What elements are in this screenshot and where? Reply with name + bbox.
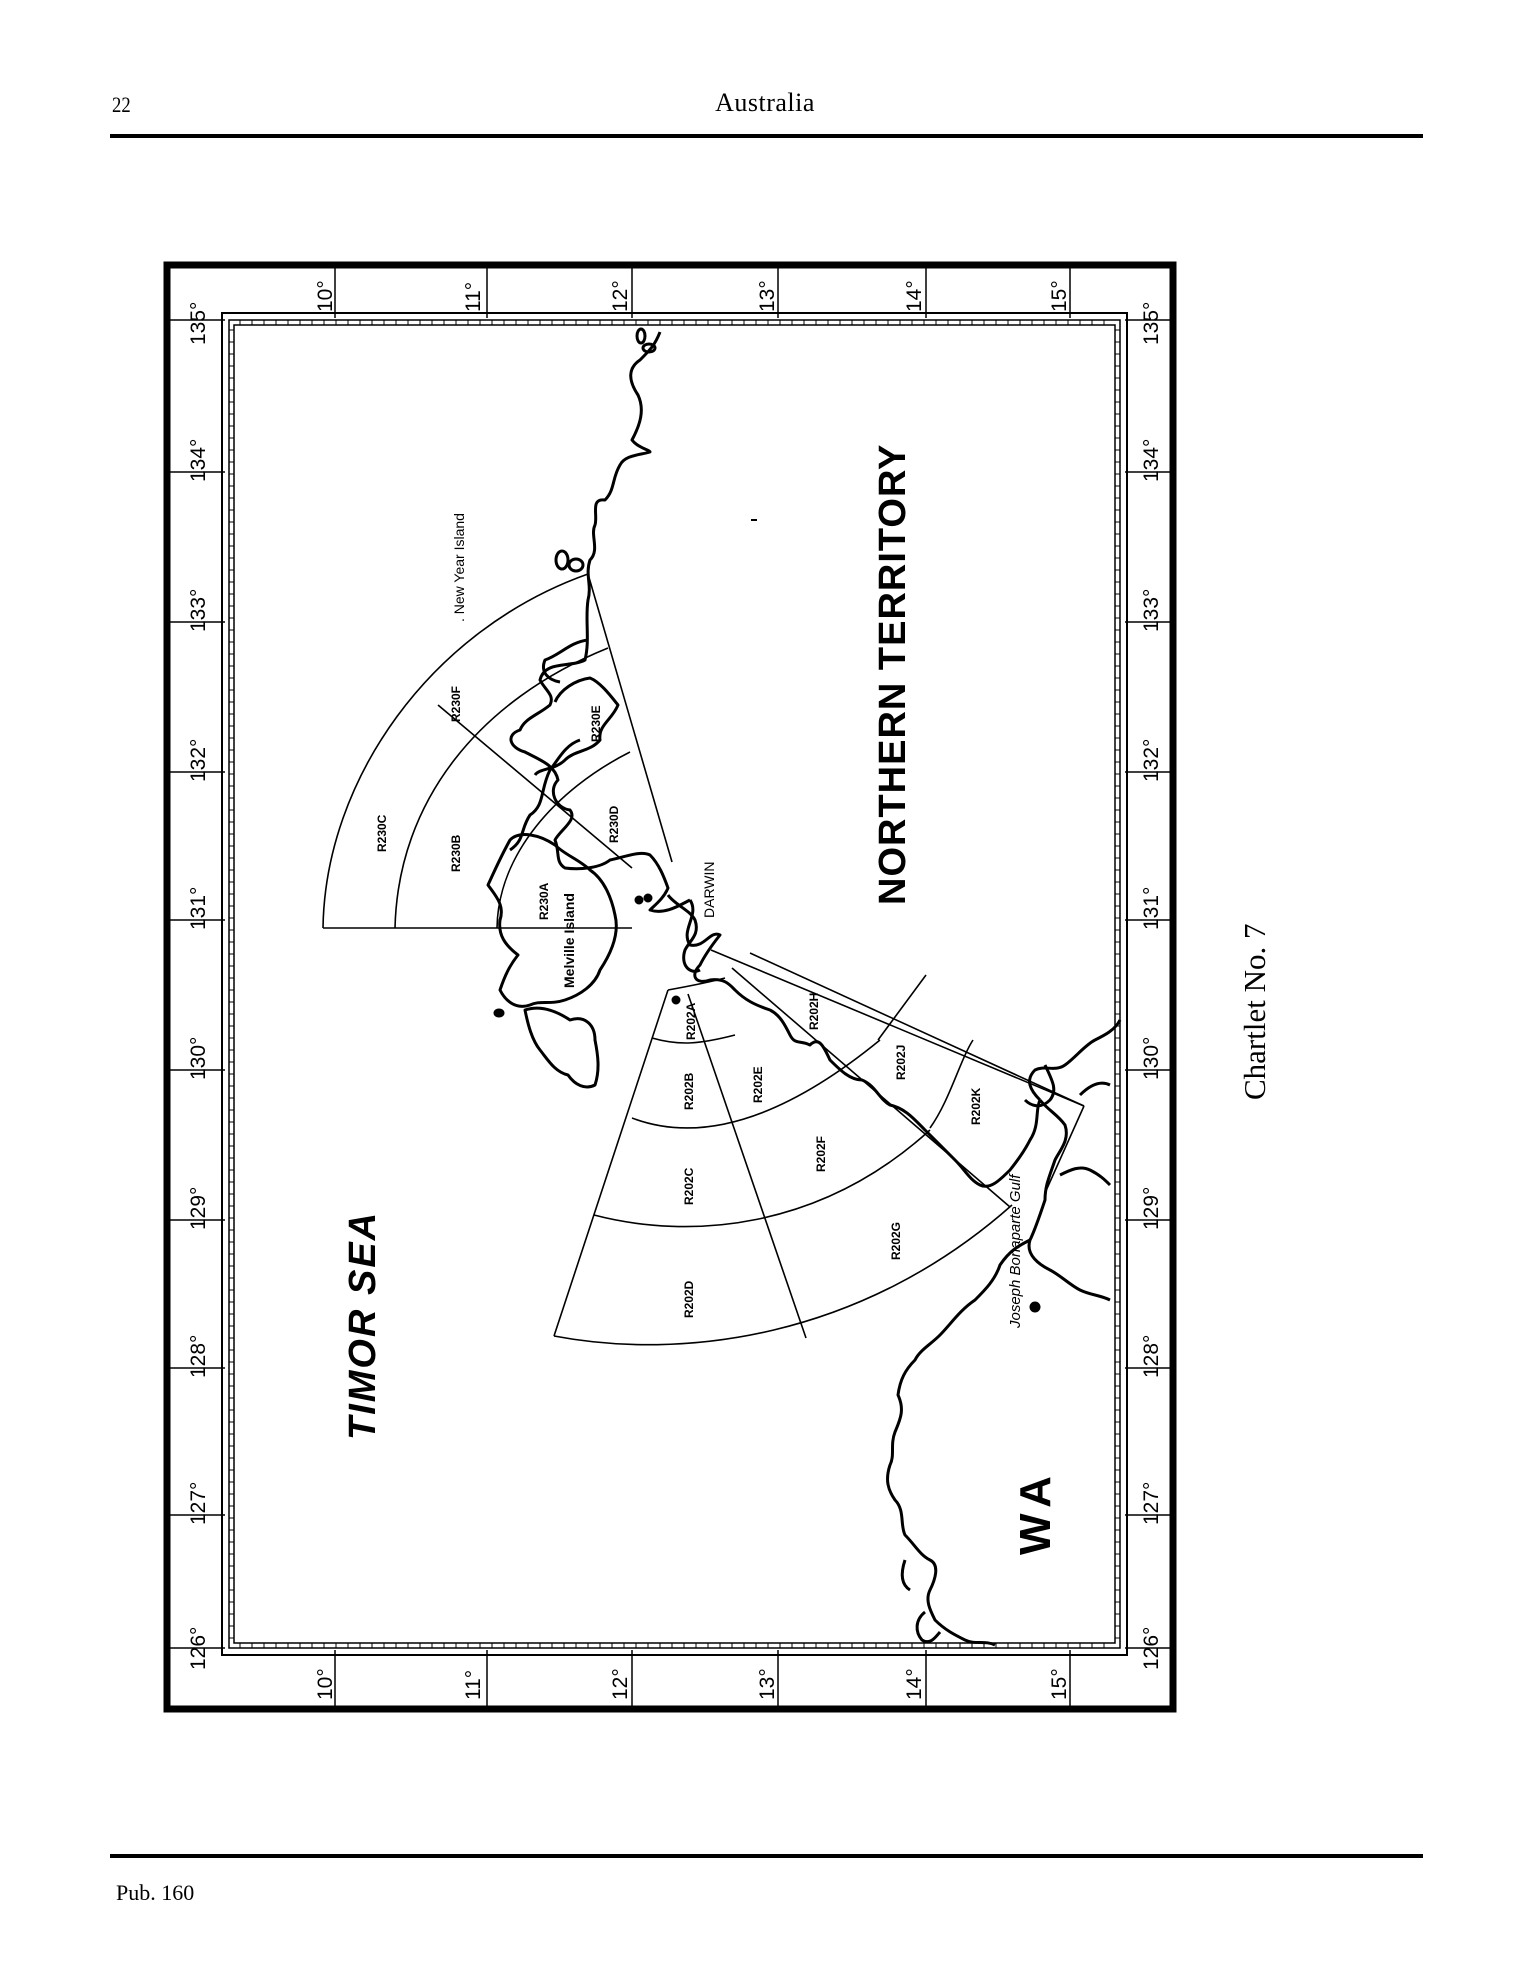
zone-r202e: R202E	[751, 1066, 765, 1103]
svg-text:13°: 13°	[756, 1668, 779, 1700]
right-graduation	[1115, 329, 1120, 1639]
svg-text:128°: 128°	[1140, 1335, 1163, 1378]
zone-r202h: R202H	[807, 993, 821, 1030]
label-new-year-island: . New Year Island	[451, 513, 467, 622]
zone-r202b: R202B	[682, 1072, 696, 1110]
left-graduation	[229, 329, 234, 1639]
zone-r202j: R202J	[894, 1045, 908, 1080]
zone-r202c: R202C	[682, 1167, 696, 1205]
zone-r230c: R230C	[375, 814, 389, 852]
svg-text:11°: 11°	[462, 282, 485, 312]
header-rule	[110, 134, 1423, 138]
svg-text:126°: 126°	[187, 1627, 210, 1670]
svg-text:127°: 127°	[1140, 1482, 1163, 1525]
svg-text:134°: 134°	[1140, 439, 1163, 482]
zone-r230a: R230A	[537, 882, 551, 920]
zone-r230b: R230B	[449, 834, 463, 872]
bottom-graduation	[234, 1642, 1115, 1648]
label-darwin: DARWIN	[701, 861, 717, 918]
latitude-labels-bottom: 10° 11° 12° 13° 14° 15°	[314, 1668, 1071, 1700]
zone-r230e: R230E	[589, 705, 603, 742]
svg-text:133°: 133°	[1140, 589, 1163, 632]
svg-text:126°: 126°	[1140, 1627, 1163, 1670]
latitude-grid-marks	[334, 268, 1071, 1706]
svg-text:131°: 131°	[187, 887, 210, 930]
label-melville-island: Melville Island	[561, 893, 577, 988]
svg-text:12°: 12°	[609, 1668, 632, 1700]
svg-text:10°: 10°	[314, 1668, 337, 1700]
top-graduation	[234, 319, 1115, 325]
svg-text:128°: 128°	[187, 1335, 210, 1378]
svg-text:12°: 12°	[609, 280, 632, 312]
longitude-grid-marks	[170, 319, 1170, 1649]
longitude-labels-right: 126° 127° 128° 129° 130° 131° 132° 133° …	[1140, 302, 1163, 1670]
longitude-labels-left: 126° 127° 128° 129° 130° 131° 132° 133° …	[187, 302, 210, 1670]
svg-text:134°: 134°	[187, 439, 210, 482]
svg-text:131°: 131°	[1140, 887, 1163, 930]
svg-text:133°: 133°	[187, 589, 210, 632]
svg-text:11°: 11°	[462, 1670, 485, 1700]
publication-footer: Pub. 160	[116, 1880, 195, 1905]
zone-r202g: R202G	[889, 1222, 903, 1260]
svg-text:14°: 14°	[903, 1668, 926, 1700]
page-number: 22	[112, 92, 131, 117]
zone-r202k: R202K	[969, 1087, 983, 1125]
zone-r202d: R202D	[682, 1280, 696, 1318]
running-title: Australia	[715, 88, 815, 117]
svg-text:130°: 130°	[1140, 1037, 1163, 1080]
r202-sectors	[553, 949, 1085, 1346]
svg-text:135°: 135°	[187, 302, 210, 345]
r202-zone-labels: R202A R202B R202C R202D R202E R202F R202…	[682, 993, 983, 1318]
svg-text:135°: 135°	[1140, 302, 1163, 345]
svg-text:13°: 13°	[756, 280, 779, 312]
label-joseph-bonaparte-gulf: Joseph Bonaparte Gulf	[1007, 1173, 1024, 1329]
r230-zone-labels: R230A R230B R230C R230D R230E R230F	[375, 686, 621, 920]
label-northern-territory: NORTHERN TERRITORY	[872, 444, 914, 905]
chartlet-caption: Chartlet No. 7	[1237, 923, 1272, 1101]
svg-text:14°: 14°	[903, 280, 926, 312]
svg-text:127°: 127°	[187, 1482, 210, 1525]
neat-line	[221, 312, 1128, 1656]
svg-text:10°: 10°	[314, 280, 337, 312]
zone-r202f: R202F	[814, 1136, 828, 1172]
latitude-labels-top: 10° 11° 12° 13° 14° 15°	[314, 280, 1071, 312]
label-timor-sea: TIMOR SEA	[342, 1211, 384, 1440]
footer-rule	[110, 1854, 1423, 1858]
svg-text:132°: 132°	[1140, 739, 1163, 782]
place-labels: . New Year Island Melville Island DARWIN…	[342, 444, 1060, 1555]
zone-r202a: R202A	[684, 1002, 698, 1040]
label-wa: WA	[1011, 1468, 1060, 1555]
zone-r230f: R230F	[449, 686, 463, 722]
svg-text:129°: 129°	[187, 1187, 210, 1230]
svg-text:129°: 129°	[1140, 1187, 1163, 1230]
coastline	[486, 327, 1122, 1647]
svg-text:15°: 15°	[1048, 280, 1071, 312]
svg-text:132°: 132°	[187, 739, 210, 782]
svg-text:15°: 15°	[1048, 1668, 1071, 1700]
svg-text:130°: 130°	[187, 1037, 210, 1080]
r230-sectors	[322, 573, 673, 929]
zone-r230d: R230D	[607, 805, 621, 843]
outer-frame	[163, 261, 1177, 1713]
